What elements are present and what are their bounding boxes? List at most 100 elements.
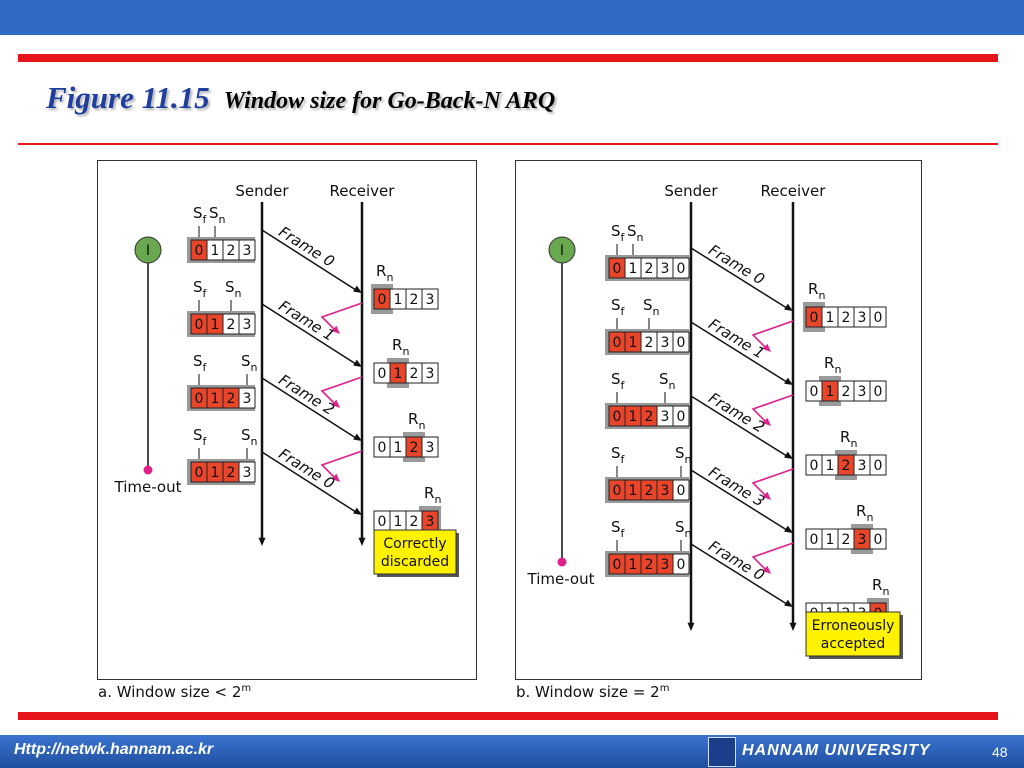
- sn-pointer-label-sub: n: [235, 287, 242, 300]
- sn-pointer-label-sub: n: [251, 361, 258, 374]
- sn-pointer-label-sub: n: [685, 453, 692, 466]
- sn-pointer-label-sub: n: [653, 305, 660, 318]
- lost-ack-arrow: [331, 325, 340, 334]
- receiver-window-cell-label: 3: [858, 532, 867, 548]
- rn-pointer-label-main: R: [376, 262, 386, 280]
- receiver-window-cell-label: 1: [394, 292, 403, 308]
- result-note-line1: Erroneously: [812, 618, 895, 634]
- sf-pointer-label-sub: f: [203, 287, 208, 300]
- sf-pointer-label: Sf: [611, 370, 626, 392]
- rn-pointer-label-main: R: [808, 280, 818, 298]
- sender-window-cell-label: 0: [613, 557, 622, 573]
- sf-pointer-label-sub: f: [203, 361, 208, 374]
- rn-pointer-label-sub: n: [386, 271, 393, 284]
- sn-pointer-label-sub: n: [219, 213, 226, 226]
- rn-pointer-label: Rn: [392, 336, 409, 358]
- sf-pointer-label-main: S: [611, 370, 621, 388]
- receiver-window-cell-label: 0: [874, 384, 883, 400]
- sn-pointer-label-sub: n: [637, 231, 644, 244]
- timer-start-icon: [134, 236, 162, 264]
- frame-arrow-head: [784, 377, 793, 385]
- result-note-line2: discarded: [381, 554, 449, 570]
- rn-pointer-label: Rn: [376, 262, 393, 284]
- figure-label: Figure 11.15: [46, 80, 210, 115]
- sender-window-cell-label: 2: [227, 465, 236, 481]
- slide-title: Figure 11.15 Window size for Go-Back-N AR…: [46, 80, 555, 116]
- sender-window-cell-label: 0: [195, 391, 204, 407]
- sf-pointer-label-main: S: [193, 278, 203, 296]
- receiver-window-cell-label: 1: [826, 532, 835, 548]
- sn-pointer-label-sub: n: [251, 435, 258, 448]
- sender-window-cell: [238, 387, 256, 409]
- sender-timeline-arrow: [687, 622, 695, 631]
- sender-window-cell-label: 1: [211, 391, 220, 407]
- sf-pointer-label: Sf: [611, 444, 626, 466]
- sender-window-cell: [672, 405, 690, 427]
- rn-pointer-label-main: R: [824, 354, 834, 372]
- university-logo-icon: [708, 737, 736, 767]
- sender-window-cell: [238, 461, 256, 483]
- sender-window-cell-label: 2: [227, 317, 236, 333]
- sender-label: Sender: [664, 182, 718, 200]
- receiver-window-cell-label: 1: [826, 458, 835, 474]
- frame-arrow: [690, 395, 791, 459]
- sn-pointer-label: Sn: [627, 222, 644, 244]
- sender-window-cell-label: 0: [613, 335, 622, 351]
- receiver-window-cell: [869, 454, 887, 476]
- rn-pointer-label-sub: n: [866, 511, 873, 524]
- sender-window-cell-label: 3: [243, 391, 252, 407]
- sender-window-cell-label: 1: [211, 317, 220, 333]
- result-note-line2: accepted: [821, 636, 885, 652]
- sn-pointer-label: Sn: [675, 444, 692, 466]
- receiver-window-cell-label: 3: [426, 366, 435, 382]
- figure-title: Window size for Go-Back-N ARQ: [223, 88, 556, 114]
- sender-window-cell-label: 0: [677, 557, 686, 573]
- receiver-timeline-arrow: [358, 537, 366, 546]
- sn-pointer-label: Sn: [225, 278, 242, 300]
- receiver-window-cell-label: 1: [394, 514, 403, 530]
- sender-window-cell-label: 3: [661, 557, 670, 573]
- sender-window-cell: [672, 479, 690, 501]
- receiver-window-cell-label: 0: [378, 292, 387, 308]
- sender-window-cell-label: 3: [661, 261, 670, 277]
- sn-pointer-label: Sn: [241, 352, 258, 374]
- sf-pointer-label: Sf: [611, 518, 626, 540]
- receiver-window-cell-label: 0: [874, 532, 883, 548]
- rn-pointer-label: Rn: [424, 484, 441, 506]
- receiver-window-cell: [869, 306, 887, 328]
- rn-pointer-label: Rn: [408, 410, 425, 432]
- rn-pointer-label-main: R: [840, 428, 850, 446]
- sender-window-cell-label: 0: [677, 483, 686, 499]
- footer-url-link[interactable]: Http://netwk.hannam.ac.kr: [14, 741, 214, 758]
- rn-pointer-label-sub: n: [850, 437, 857, 450]
- rn-pointer-label: Rn: [856, 502, 873, 524]
- receiver-window-cell-label: 0: [378, 366, 387, 382]
- timeout-dot-icon: [557, 557, 567, 567]
- sender-window-cell-label: 0: [195, 317, 204, 333]
- panel-b-caption: b. Window size = 2m: [516, 683, 669, 701]
- panel-a-caption-text: a. Window size < 2: [98, 683, 242, 701]
- sender-window-cell-label: 0: [677, 261, 686, 277]
- rn-pointer-label-main: R: [392, 336, 402, 354]
- sn-pointer-label-main: S: [675, 444, 685, 462]
- receiver-window-cell-label: 2: [410, 366, 419, 382]
- receiver-window-cell-label: 2: [842, 384, 851, 400]
- receiver-window-cell-label: 3: [426, 440, 435, 456]
- receiver-window-cell: [421, 288, 439, 310]
- receiver-window-cell-label: 2: [842, 532, 851, 548]
- rn-pointer-label-sub: n: [818, 289, 825, 302]
- sf-pointer-label: Sf: [611, 296, 626, 318]
- receiver-window-cell-label: 0: [810, 310, 819, 326]
- receiver-window-cell-label: 3: [426, 292, 435, 308]
- receiver-window-cell-label: 1: [826, 310, 835, 326]
- sf-pointer-label-main: S: [193, 204, 203, 222]
- sender-window-cell-label: 3: [661, 409, 670, 425]
- sender-window-cell-label: 2: [645, 335, 654, 351]
- receiver-window-cell-label: 2: [410, 440, 419, 456]
- sn-pointer-label: Sn: [643, 296, 660, 318]
- receiver-window-cell-label: 2: [842, 310, 851, 326]
- bottom-rule: [18, 712, 998, 720]
- receiver-window-cell-label: 3: [426, 514, 435, 530]
- receiver-label: Receiver: [330, 182, 396, 200]
